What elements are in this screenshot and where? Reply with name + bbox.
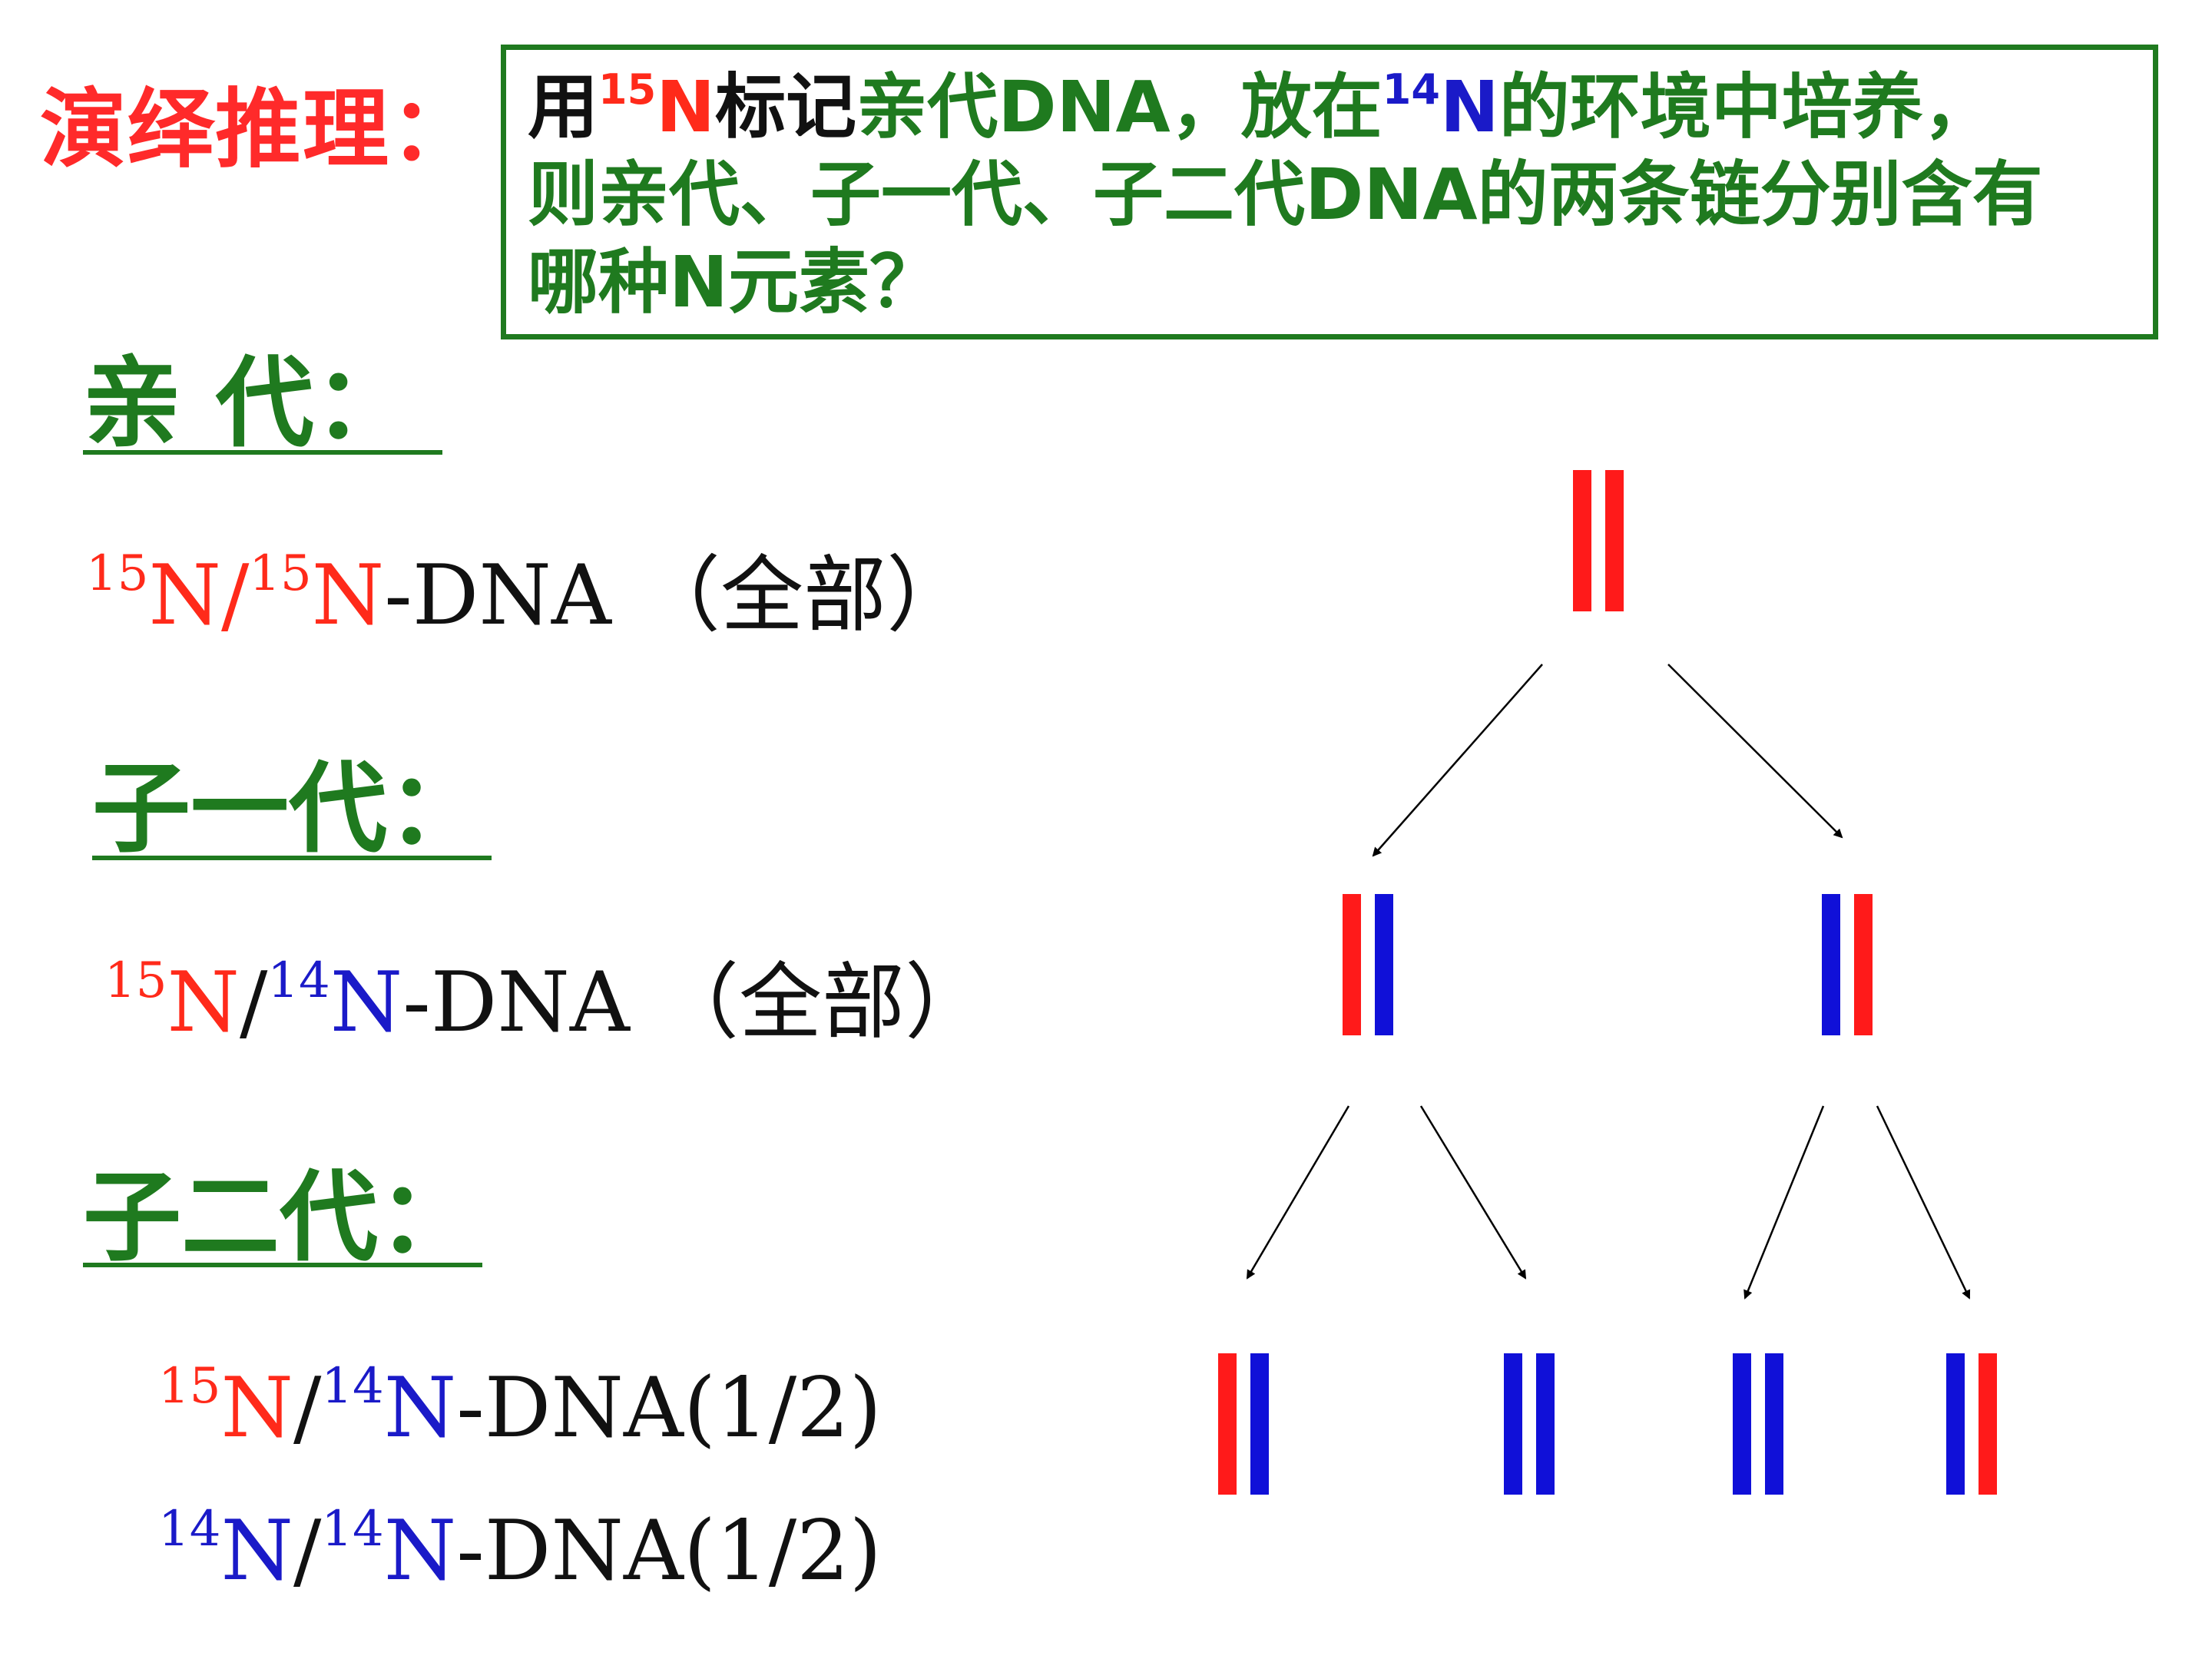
dna-strand-n14 xyxy=(1822,894,1840,1035)
arrow xyxy=(1667,664,1843,839)
question-text: 用 xyxy=(528,66,599,148)
question-line-1: 用15N标记亲代DNA，放在14N的环境中培养， xyxy=(528,64,2131,151)
underline xyxy=(83,1263,482,1267)
arrow xyxy=(1743,1105,1825,1300)
gen2-formula-1: 15N/14N-DNA(1/2) xyxy=(158,1358,882,1456)
dna-strand-n14 xyxy=(1733,1353,1751,1495)
question-text: 亲代DNA，放在 xyxy=(856,66,1382,148)
dna-strand-n14 xyxy=(1250,1353,1269,1495)
arrow xyxy=(1876,1105,1971,1300)
gen1-formula: 15N/14N-DNA （全部） xyxy=(104,952,988,1051)
gen2-formula-2: 14N/14N-DNA(1/2) xyxy=(158,1501,882,1599)
question-text: 标记 xyxy=(715,66,857,148)
question-line-2: 则亲代、子一代、子二代DNA的两条链分别含有 xyxy=(528,154,2043,236)
isotope-14n: 14N xyxy=(1382,65,1499,148)
parent-generation-label: 亲 代： xyxy=(83,346,412,461)
dna-strand-n15 xyxy=(1605,470,1624,611)
dna-strand-n14 xyxy=(1765,1353,1783,1495)
parent-formula: 15N/15N-DNA （全部） xyxy=(86,545,970,644)
dna-strand-n14 xyxy=(1536,1353,1555,1495)
underline xyxy=(92,856,492,860)
arrow xyxy=(1419,1105,1527,1280)
dna-strand-n15 xyxy=(1854,894,1873,1035)
arrow xyxy=(1372,664,1543,857)
underline xyxy=(83,450,442,455)
question-text: 的环境中培养， xyxy=(1498,66,1994,148)
dna-strand-n14 xyxy=(1504,1353,1522,1495)
isotope-15n: 15N xyxy=(598,65,716,148)
gen2-label: 子二代： xyxy=(83,1161,477,1275)
dna-strand-n15 xyxy=(1573,470,1591,611)
dna-strand-n15 xyxy=(1218,1353,1237,1495)
arrow xyxy=(1246,1105,1350,1280)
gen1-label: 子一代： xyxy=(92,752,486,866)
dna-strand-n14 xyxy=(1946,1353,1965,1495)
dna-strand-n15 xyxy=(1343,894,1361,1035)
page-title: 演绎推理： xyxy=(40,80,478,180)
question-box: 用15N标记亲代DNA，放在14N的环境中培养， 则亲代、子一代、子二代DNA的… xyxy=(501,45,2158,339)
dna-strand-n15 xyxy=(1979,1353,1997,1495)
dna-strand-n14 xyxy=(1375,894,1393,1035)
question-line-3: 哪种N元素？ xyxy=(528,241,940,323)
